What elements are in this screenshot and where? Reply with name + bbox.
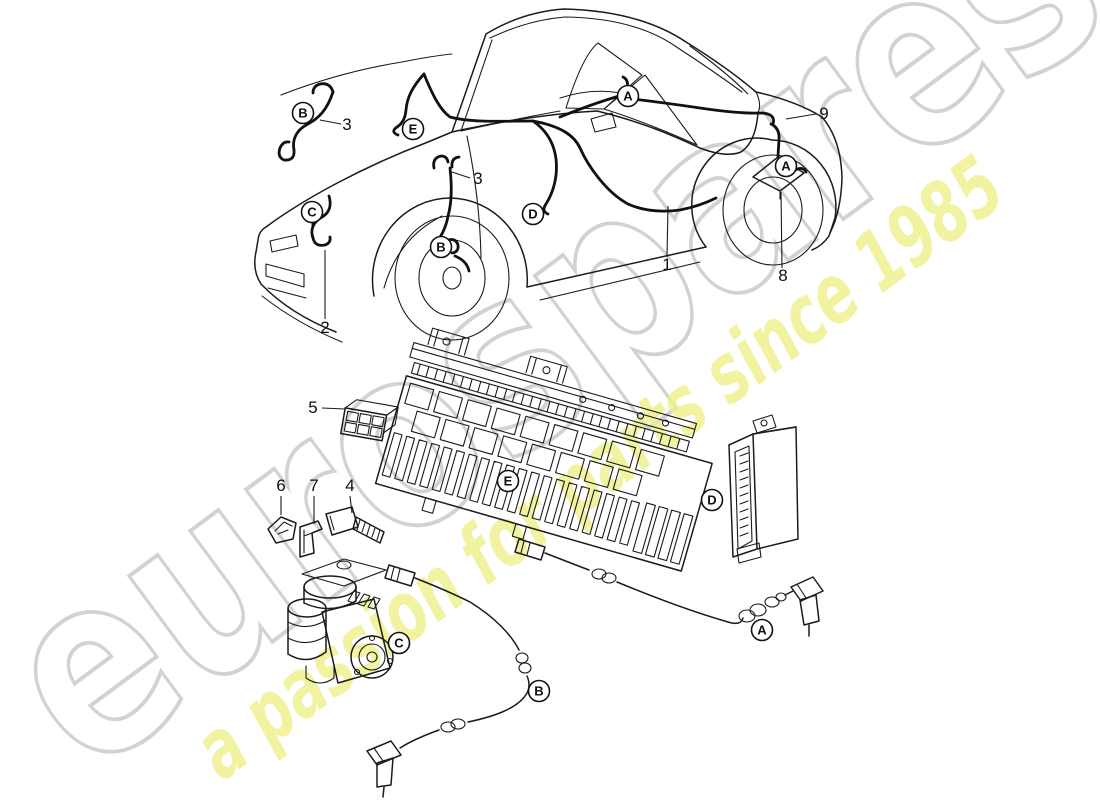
- svg-text:2: 2: [320, 318, 329, 337]
- headlight-recess: [269, 234, 299, 253]
- car-silhouette: [254, 8, 843, 343]
- ref-marker-e-fuse-panel[interactable]: E: [496, 469, 520, 493]
- belt-line: [451, 110, 759, 155]
- svg-text:A: A: [757, 623, 767, 638]
- front-bumper: [265, 263, 307, 299]
- speed-sensor-a: [514, 538, 824, 637]
- svg-text:C: C: [394, 636, 404, 651]
- connector-item-4: [325, 506, 385, 544]
- svg-text:D: D: [707, 493, 716, 508]
- ref-marker-b-front-harness[interactable]: B: [291, 101, 315, 125]
- svg-text:9: 9: [819, 104, 828, 123]
- ref-marker-b-front-wheel[interactable]: B: [429, 235, 453, 259]
- ref-markers: B E A D C B A E D C A B: [291, 84, 798, 703]
- control-unit: [728, 414, 799, 564]
- front-tire: [394, 215, 510, 341]
- relay-sockets-row2: [410, 410, 643, 497]
- ref-marker-b-rear-sensor[interactable]: B: [527, 679, 551, 703]
- svg-text:5: 5: [308, 398, 317, 417]
- svg-text:3: 3: [473, 169, 482, 188]
- part-label-6[interactable]: 6: [276, 476, 286, 515]
- relay-item-5: [339, 399, 399, 442]
- svg-text:E: E: [409, 122, 418, 137]
- bracket-item-7: [299, 520, 323, 558]
- fuse-panel: [374, 327, 713, 572]
- part-label-3-front[interactable]: 3: [319, 115, 352, 134]
- svg-text:A: A: [781, 159, 791, 174]
- front-harness-3: [277, 82, 335, 162]
- svg-text:D: D: [528, 207, 537, 222]
- svg-text:4: 4: [345, 476, 354, 495]
- door-mirror: [590, 112, 617, 133]
- svg-text:B: B: [298, 106, 307, 121]
- rear-tire: [722, 154, 824, 266]
- clip-item-6: [267, 516, 297, 544]
- ref-marker-d-door[interactable]: D: [521, 202, 545, 226]
- fuse-slots: [381, 432, 641, 546]
- main-harness-1: [392, 72, 718, 216]
- speed-sensor-b: [366, 564, 532, 798]
- part-label-7[interactable]: 7: [309, 476, 319, 524]
- relay-sockets-row1: [404, 382, 665, 477]
- ref-marker-e-cowl[interactable]: E: [401, 117, 425, 141]
- part-label-4[interactable]: 4: [345, 476, 355, 514]
- svg-text:B: B: [534, 684, 543, 699]
- part-label-2[interactable]: 2: [320, 250, 330, 337]
- svg-text:A: A: [623, 89, 633, 104]
- part-label-3-front-wheel[interactable]: 3: [451, 169, 483, 188]
- hydraulic-unit: [287, 558, 394, 684]
- door-window: [565, 42, 643, 110]
- svg-text:1: 1: [662, 255, 671, 274]
- svg-text:E: E: [504, 474, 513, 489]
- quarter-window: [603, 74, 698, 146]
- ref-marker-c-hydraulic-unit[interactable]: C: [387, 631, 411, 655]
- ref-marker-c-front-bumper[interactable]: C: [300, 200, 324, 224]
- svg-text:8: 8: [778, 266, 787, 285]
- svg-text:B: B: [436, 240, 445, 255]
- ecu-connector: [734, 445, 753, 550]
- ref-marker-a-front-sensor[interactable]: A: [750, 618, 774, 642]
- part-label-1[interactable]: 1: [662, 205, 672, 274]
- svg-text:3: 3: [342, 115, 351, 134]
- part-labels: 1 2 3 3 4 5 6 7: [276, 104, 829, 524]
- part-label-9[interactable]: 9: [785, 104, 829, 123]
- svg-text:C: C: [307, 205, 317, 220]
- svg-text:7: 7: [309, 476, 318, 495]
- ref-marker-a-rear-flap[interactable]: A: [774, 154, 798, 178]
- part-label-8[interactable]: 8: [778, 191, 788, 285]
- part-label-5[interactable]: 5: [308, 398, 346, 417]
- rear-sensor-flap-8: [752, 156, 805, 192]
- ref-marker-a-quarter-window[interactable]: A: [616, 84, 640, 108]
- svg-text:6: 6: [276, 476, 285, 495]
- ref-marker-d-control-unit[interactable]: D: [700, 488, 724, 512]
